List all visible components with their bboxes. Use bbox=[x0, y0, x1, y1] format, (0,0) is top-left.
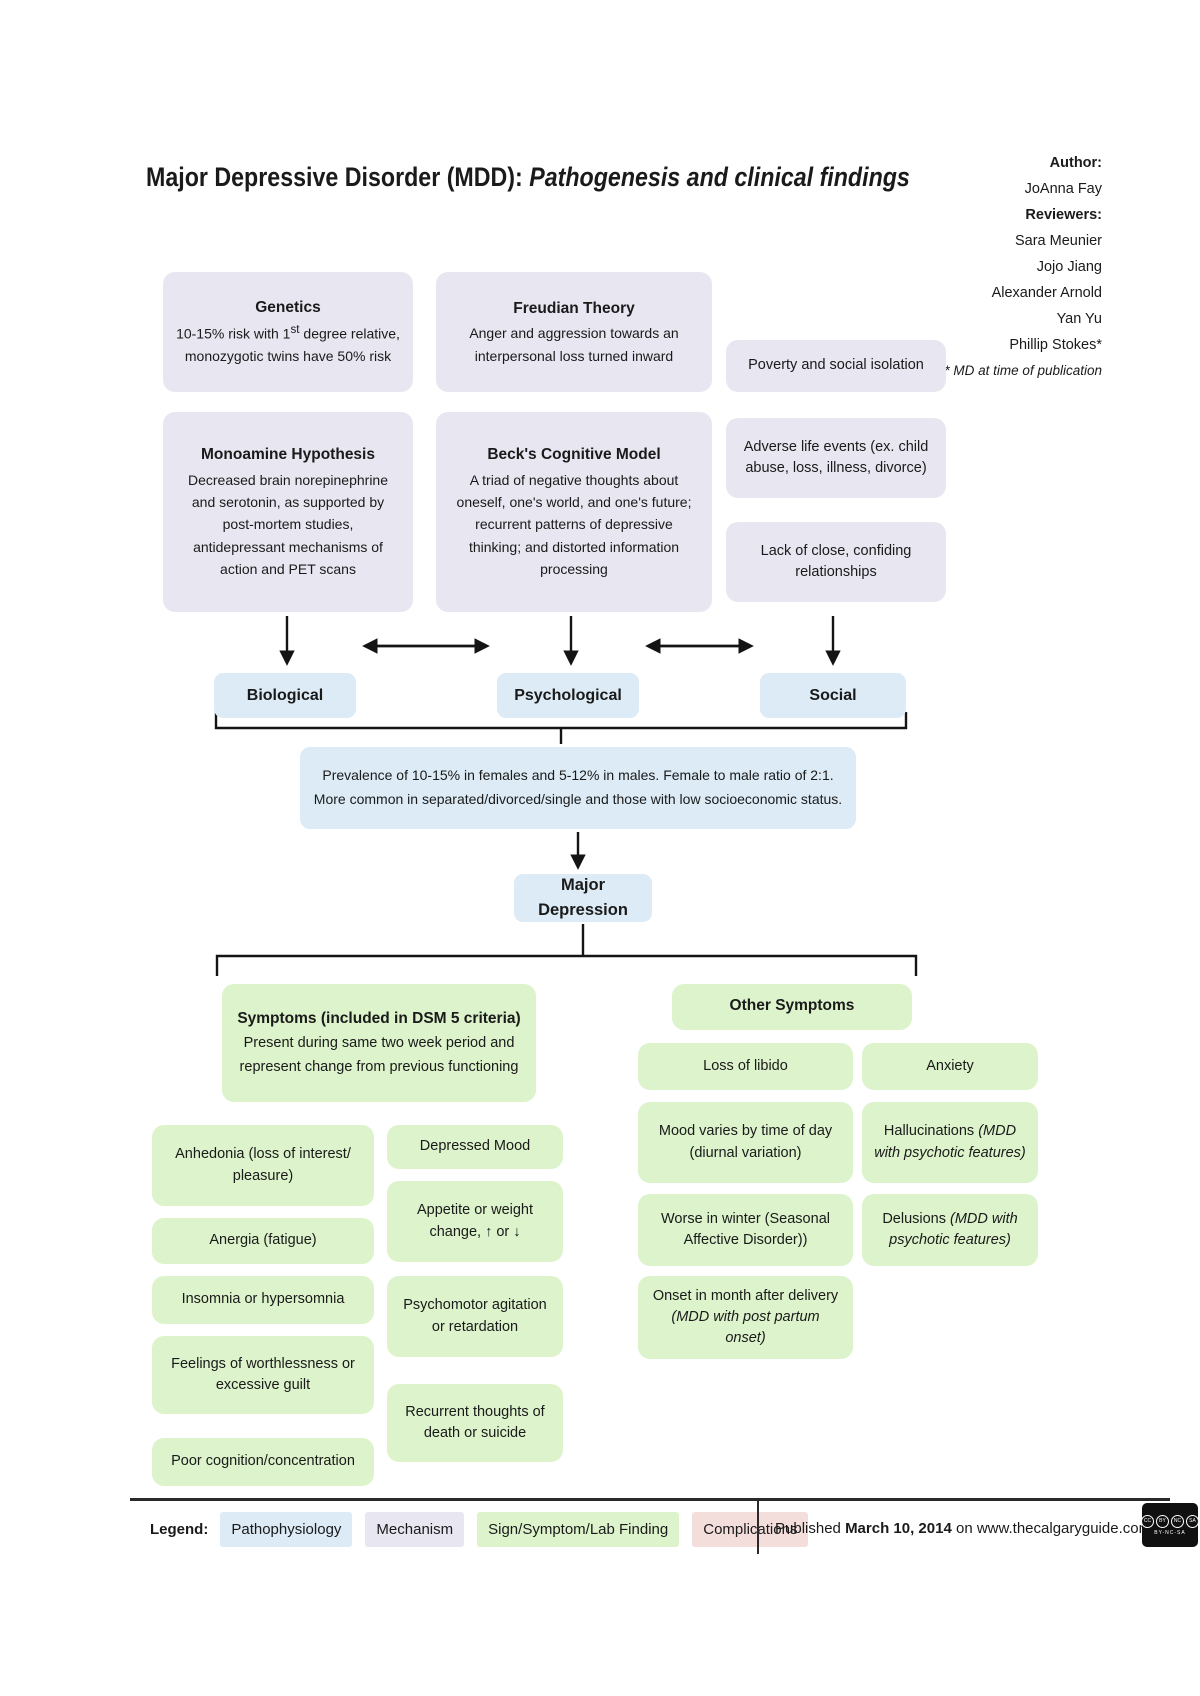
author-name: JoAnna Fay bbox=[1024, 181, 1102, 197]
symptom-psychomotor-box: Psychomotor agitation or retardation bbox=[387, 1276, 563, 1357]
symptom-worthlessness-text: Feelings of worthlessness or excessive g… bbox=[171, 1355, 355, 1393]
cc-license-strip: BY-NC-SA bbox=[1154, 1529, 1186, 1536]
cc-nc-icon: nc bbox=[1171, 1514, 1184, 1528]
legend-chip-sign-symptom: Sign/Symptom/Lab Finding bbox=[477, 1511, 680, 1547]
symptom-depressed-mood-text: Depressed Mood bbox=[419, 1138, 531, 1155]
symptom-delusions-box: Delusions (MDD with psychotic features) bbox=[862, 1194, 1038, 1266]
prevalence-box: Prevalence of 10-15% in females and 5-12… bbox=[300, 747, 856, 829]
adverse-life-events-box: Adverse life events (ex. child abuse, lo… bbox=[726, 418, 946, 498]
legend-top-rule bbox=[130, 1498, 1170, 1501]
other-symptoms-header-box: Other Symptoms bbox=[672, 984, 912, 1030]
poverty-isolation-box: Poverty and social isolation bbox=[726, 340, 946, 392]
reviewer-name: Sara Meunier bbox=[1014, 233, 1102, 249]
page-title-subtitle: Pathogenesis and clinical findings bbox=[529, 162, 910, 192]
published-date: March 10, 2014 bbox=[845, 1520, 952, 1537]
cc-icon: cc bbox=[1141, 1514, 1154, 1528]
page-title: Major Depressive Disorder (MDD): Pathoge… bbox=[146, 162, 910, 193]
beck-title: Beck's Cognitive Model bbox=[487, 446, 661, 464]
cc-sa-icon: sa bbox=[1186, 1514, 1199, 1528]
published-line: Published March 10, 2014 on www.thecalga… bbox=[775, 1520, 1152, 1537]
freudian-title: Freudian Theory bbox=[513, 299, 635, 317]
md-footnote: * MD at time of publication bbox=[944, 363, 1102, 378]
reviewers-label: Reviewers: bbox=[1025, 207, 1102, 223]
genetics-box: Genetics 10-15% risk with 1st degree rel… bbox=[163, 272, 413, 392]
other-symptoms-title: Other Symptoms bbox=[729, 997, 855, 1015]
symptom-hallucinations-box: Hallucinations (MDD with psychotic featu… bbox=[862, 1102, 1038, 1183]
symptom-hallucinations-text: Hallucinations (MDD with psychotic featu… bbox=[874, 1123, 1026, 1161]
symptom-seasonal-box: Worse in winter (Seasonal Affective Diso… bbox=[638, 1194, 853, 1266]
symptom-appetite-text: Appetite or weight change, ↑ or ↓ bbox=[416, 1202, 534, 1240]
symptom-libido-box: Loss of libido bbox=[638, 1043, 853, 1090]
symptom-postpartum-text: Onset in month after delivery (MDD with … bbox=[652, 1287, 839, 1346]
symptom-worthlessness-box: Feelings of worthlessness or excessive g… bbox=[152, 1336, 374, 1414]
symptom-anhedonia-box: Anhedonia (loss of interest/ pleasure) bbox=[152, 1125, 374, 1206]
monoamine-body: Decreased brain norepinephrine and serot… bbox=[187, 471, 389, 578]
reviewer-name: Jojo Jiang bbox=[1036, 259, 1102, 275]
biological-label: Biological bbox=[246, 686, 324, 704]
social-box: Social bbox=[760, 673, 906, 718]
poverty-isolation-text: Poverty and social isolation bbox=[748, 357, 924, 374]
monoamine-title: Monoamine Hypothesis bbox=[201, 446, 375, 464]
lack-of-relationships-text: Lack of close, confiding relationships bbox=[760, 542, 912, 580]
symptom-diurnal-box: Mood varies by time of day (diurnal vari… bbox=[638, 1102, 853, 1183]
major-depression-label: Major Depression bbox=[538, 876, 628, 919]
major-depression-box: Major Depression bbox=[514, 874, 652, 922]
author-label: Author: bbox=[1049, 155, 1102, 171]
symptom-poor-cognition-text: Poor cognition/concentration bbox=[171, 1453, 355, 1470]
symptom-poor-cognition-box: Poor cognition/concentration bbox=[152, 1438, 374, 1486]
symptom-anergia-text: Anergia (fatigue) bbox=[209, 1232, 317, 1249]
symptom-depressed-mood-box: Depressed Mood bbox=[387, 1125, 563, 1169]
bracket-symptoms-distribute bbox=[215, 954, 918, 976]
symptom-psychomotor-text: Psychomotor agitation or retardation bbox=[403, 1297, 547, 1335]
symptom-postpartum-box: Onset in month after delivery (MDD with … bbox=[638, 1276, 853, 1359]
symptom-insomnia-text: Insomnia or hypersomnia bbox=[181, 1291, 345, 1308]
genetics-title: Genetics bbox=[255, 299, 321, 317]
beck-body: A triad of negative thoughts about onese… bbox=[456, 471, 692, 578]
symptom-seasonal-text: Worse in winter (Seasonal Affective Diso… bbox=[661, 1210, 830, 1248]
symptom-anxiety-text: Anxiety bbox=[926, 1057, 974, 1074]
symptom-libido-text: Loss of libido bbox=[703, 1057, 788, 1074]
symptom-diurnal-text: Mood varies by time of day (diurnal vari… bbox=[658, 1123, 833, 1161]
legend-divider bbox=[757, 1500, 759, 1554]
beck-cognitive-model-box: Beck's Cognitive Model A triad of negati… bbox=[436, 412, 712, 612]
psychological-label: Psychological bbox=[514, 686, 622, 704]
monoamine-hypothesis-box: Monoamine Hypothesis Decreased brain nor… bbox=[163, 412, 413, 612]
reviewer-name: Alexander Arnold bbox=[991, 285, 1102, 301]
adverse-life-events-text: Adverse life events (ex. child abuse, lo… bbox=[743, 438, 929, 476]
reviewer-name: Phillip Stokes* bbox=[1009, 337, 1102, 353]
dsm-symptoms-header-box: Symptoms (included in DSM 5 criteria) Pr… bbox=[222, 984, 536, 1102]
social-label: Social bbox=[809, 686, 857, 704]
legend-chip-complications: Complications bbox=[692, 1511, 809, 1547]
prevalence-line2: More common in separated/divorced/single… bbox=[313, 791, 843, 807]
creative-commons-badge: cc by nc sa BY-NC-SA bbox=[1141, 1503, 1199, 1547]
freudian-body: Anger and aggression towards an interper… bbox=[469, 325, 679, 364]
genetics-body: 10-15% risk with 1st degree relative, mo… bbox=[176, 323, 400, 365]
dsm-symptoms-title: Symptoms (included in DSM 5 criteria) bbox=[237, 1010, 521, 1028]
legend-label: Legend: bbox=[150, 1520, 209, 1538]
psychological-box: Psychological bbox=[497, 673, 639, 718]
symptom-delusions-text: Delusions (MDD with psychotic features) bbox=[882, 1210, 1018, 1248]
prevalence-line1: Prevalence of 10-15% in females and 5-12… bbox=[322, 767, 834, 784]
symptom-anergia-box: Anergia (fatigue) bbox=[152, 1218, 374, 1264]
lack-of-relationships-box: Lack of close, confiding relationships bbox=[726, 522, 946, 602]
legend-bar: Legend: Pathophysiology Mechanism Sign/S… bbox=[150, 1506, 821, 1552]
symptom-appetite-box: Appetite or weight change, ↑ or ↓ bbox=[387, 1181, 563, 1262]
legend-chip-pathophysiology: Pathophysiology bbox=[220, 1511, 353, 1547]
dsm-symptoms-subtitle: Present during same two week period and … bbox=[239, 1035, 519, 1075]
credits-block: Author: JoAnna Fay Reviewers: Sara Meuni… bbox=[860, 150, 1102, 384]
reviewer-name: Yan Yu bbox=[1056, 311, 1102, 327]
symptom-death-thoughts-box: Recurrent thoughts of death or suicide bbox=[387, 1384, 563, 1462]
freudian-theory-box: Freudian Theory Anger and aggression tow… bbox=[436, 272, 712, 392]
symptom-anhedonia-text: Anhedonia (loss of interest/ pleasure) bbox=[175, 1146, 351, 1184]
symptom-death-thoughts-text: Recurrent thoughts of death or suicide bbox=[405, 1403, 545, 1441]
cc-icons-row: cc by nc sa bbox=[1141, 1514, 1199, 1528]
biological-box: Biological bbox=[214, 673, 356, 718]
symptom-anxiety-box: Anxiety bbox=[862, 1043, 1038, 1090]
cc-by-icon: by bbox=[1156, 1514, 1169, 1528]
symptom-insomnia-box: Insomnia or hypersomnia bbox=[152, 1276, 374, 1324]
legend-chip-mechanism: Mechanism bbox=[365, 1511, 465, 1547]
page-title-main: Major Depressive Disorder (MDD): bbox=[146, 162, 530, 192]
